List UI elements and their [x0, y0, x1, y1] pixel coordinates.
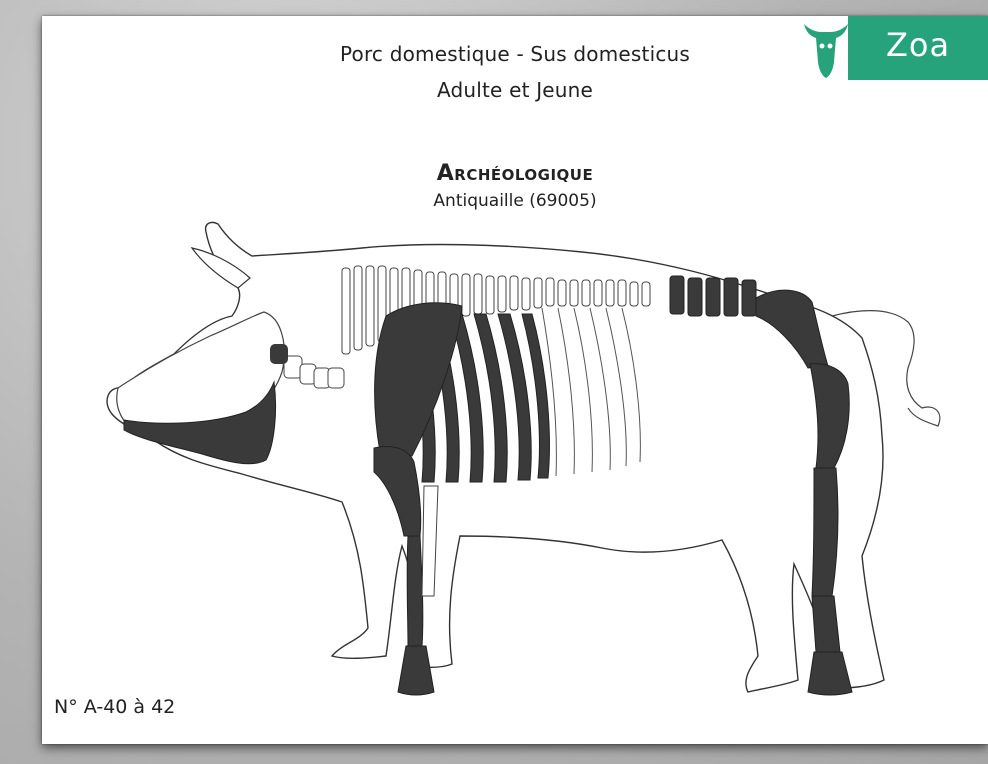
atlas-bone [270, 344, 288, 364]
specimen-card: Porc domestique - Sus domesticus Adulte … [42, 16, 988, 744]
lumbar-vertebrae [670, 276, 756, 316]
pig-skeleton-illustration [42, 16, 988, 744]
catalog-number: N° A-40 à 42 [54, 696, 175, 718]
